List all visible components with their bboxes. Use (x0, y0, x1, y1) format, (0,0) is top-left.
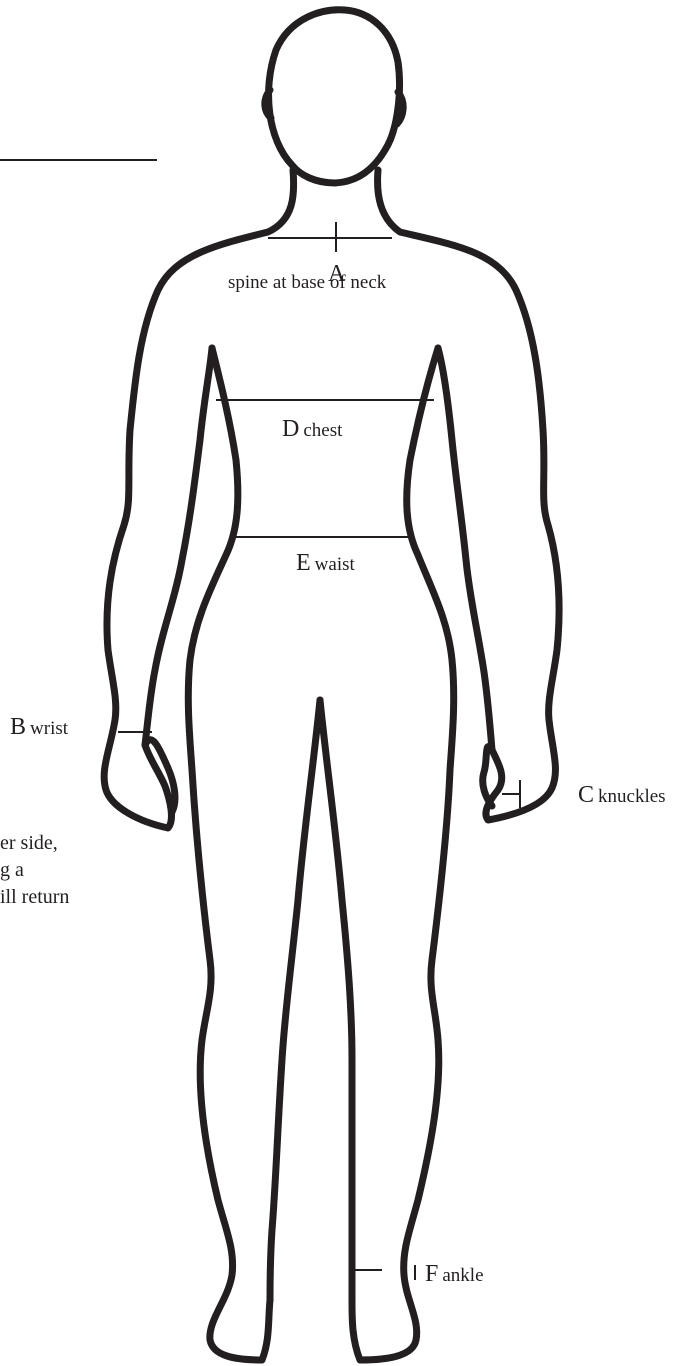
label-F-description: ankle (442, 1265, 483, 1286)
right-inner-arm (438, 348, 492, 750)
label-D-description: chest (303, 420, 342, 441)
label-B-letter: B (10, 714, 26, 740)
label-F-letter: F (425, 1261, 438, 1287)
torso-left-outline (188, 348, 270, 1360)
left-side-outline (104, 170, 294, 828)
cropped-text-fragment: er side, g a ill return (0, 830, 69, 911)
head-outline (269, 10, 400, 183)
left-inner-arm (145, 348, 212, 745)
label-E: E waist (296, 551, 355, 575)
fragment-line: ill return (0, 884, 69, 911)
inner-right-leg (320, 700, 352, 1300)
label-A-description: spine at base of neck (228, 273, 386, 292)
label-F: F ankle (425, 1262, 484, 1286)
label-E-letter: E (296, 550, 311, 576)
fragment-line: er side, (0, 830, 69, 857)
label-C-description: knuckles (598, 786, 666, 807)
inner-left-leg (270, 700, 320, 1300)
torso-right-outline (352, 348, 454, 1360)
label-D-letter: D (282, 416, 299, 442)
fragment-line: g a (0, 857, 69, 884)
label-C: C knuckles (578, 783, 666, 807)
label-B: B wrist (10, 715, 68, 739)
label-D: D chest (282, 417, 342, 441)
label-B-description: wrist (30, 718, 68, 739)
label-C-letter: C (578, 782, 594, 808)
label-E-description: waist (315, 554, 355, 575)
